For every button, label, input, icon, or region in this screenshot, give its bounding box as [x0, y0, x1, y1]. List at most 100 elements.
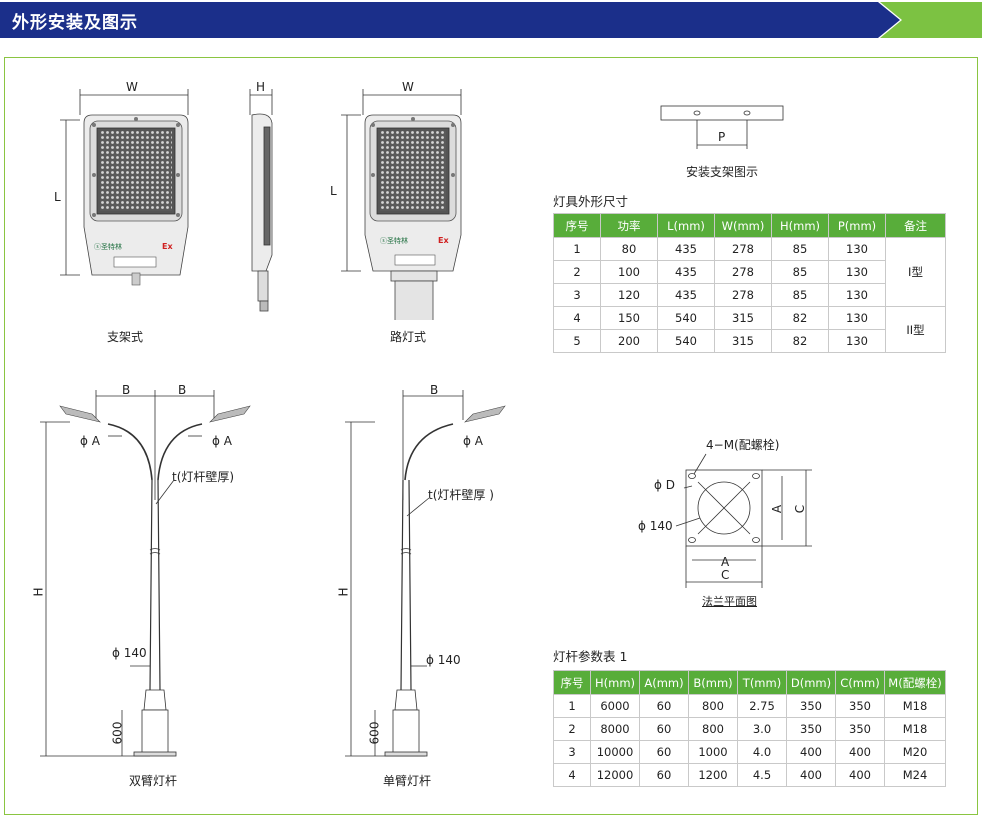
- dim-phi140-single: ϕ 140: [426, 653, 461, 667]
- dim-l-bracket: L: [54, 190, 61, 204]
- caption-single-pole: 单臂灯杆: [383, 774, 432, 788]
- t2-cell: 350: [835, 717, 885, 741]
- ex-mark-bracket: Ex: [162, 242, 173, 251]
- t2-cell: M24: [884, 763, 946, 787]
- t1-cell: 3: [553, 283, 601, 307]
- dim-b-left: B: [122, 383, 131, 397]
- t2-cell: 350: [835, 694, 885, 718]
- table-row: 3 10000 60 1000 4.0 400 400 M20: [553, 740, 946, 764]
- t1-cell: 278: [714, 237, 772, 261]
- t2-cell: 4.0: [737, 740, 787, 764]
- table-row: 2 100 435 278 85 130: [553, 260, 946, 284]
- t2-cell: 800: [688, 694, 738, 718]
- t2-header-no: 序号: [553, 670, 591, 695]
- t2-cell: 2.75: [737, 694, 787, 718]
- t1-cell: 130: [828, 306, 886, 330]
- dim-c-bottom: C: [721, 568, 730, 582]
- t1-header-l: L(mm): [657, 213, 715, 238]
- pole-parameter-table: 序号 H(mm) A(mm) B(mm) T(mm) D(mm) C(mm) M…: [553, 670, 946, 787]
- t1-cell: 85: [771, 237, 829, 261]
- t1-cell: 540: [657, 329, 715, 353]
- dim-l-street: L: [330, 184, 337, 198]
- t1-note-type2: II型: [885, 306, 946, 353]
- t2-cell: 10000: [590, 740, 640, 764]
- lamp-side-drawing: [249, 89, 273, 312]
- content-frame: [4, 57, 978, 815]
- dim-h-side: H: [256, 80, 266, 94]
- t2-cell: 60: [639, 740, 689, 764]
- t1-cell: 130: [828, 329, 886, 353]
- t1-cell: 278: [714, 260, 772, 284]
- t1-header-no: 序号: [553, 213, 601, 238]
- t1-cell: 82: [771, 306, 829, 330]
- dim-phi-a-single: ϕ A: [463, 434, 483, 448]
- table2-title: 灯杆参数表 1: [553, 649, 628, 664]
- dim-phi140-flange: ϕ 140: [638, 519, 673, 533]
- flange-plan-drawing: [675, 453, 812, 588]
- t1-cell: 130: [828, 237, 886, 261]
- t1-header-note: 备注: [885, 213, 946, 238]
- dim-phi-d: ϕ D: [654, 478, 675, 492]
- t2-cell: 400: [786, 740, 836, 764]
- t2-cell: 350: [786, 694, 836, 718]
- t2-cell: 1200: [688, 763, 738, 787]
- dim-phi-a-left: ϕ A: [80, 434, 100, 448]
- caption-double-pole: 双臂灯杆: [129, 774, 178, 788]
- t1-header-h: H(mm): [771, 213, 829, 238]
- t1-cell: 85: [771, 260, 829, 284]
- t2-cell: 400: [786, 763, 836, 787]
- dim-h-double: H: [31, 587, 46, 597]
- t1-header-power: 功率: [600, 213, 658, 238]
- t2-header-t: T(mm): [737, 670, 787, 695]
- t2-cell: M18: [884, 694, 946, 718]
- t1-cell: 85: [771, 283, 829, 307]
- caption-bracket: 支架式: [107, 330, 144, 344]
- single-arm-pole-drawing: [345, 390, 506, 757]
- t1-cell: 435: [657, 283, 715, 307]
- t2-cell: 2: [553, 717, 591, 741]
- t2-cell: 1000: [688, 740, 738, 764]
- t2-cell: 60: [639, 694, 689, 718]
- dim-w-street: W: [402, 80, 414, 94]
- t2-cell: M20: [884, 740, 946, 764]
- table-row: 5 200 540 315 82 130: [553, 329, 946, 353]
- t2-cell: 3: [553, 740, 591, 764]
- dim-wall-double: t(灯杆壁厚): [172, 470, 235, 484]
- dim-phi-a-right: ϕ A: [212, 434, 232, 448]
- t1-cell: 150: [600, 306, 658, 330]
- caption-flange: 法兰平面图: [702, 595, 757, 608]
- t1-cell: 315: [714, 329, 772, 353]
- dim-w-bracket: W: [126, 80, 138, 94]
- t1-cell: 5: [553, 329, 601, 353]
- dim-h-single: H: [336, 587, 351, 597]
- dim-wall-single: t(灯杆壁厚 ): [428, 488, 494, 502]
- t2-cell: 4.5: [737, 763, 787, 787]
- table-row: 3 120 435 278 85 130: [553, 283, 946, 307]
- t2-cell: 8000: [590, 717, 640, 741]
- t1-header-p: P(mm): [828, 213, 886, 238]
- t2-cell: M18: [884, 717, 946, 741]
- t2-cell: 800: [688, 717, 738, 741]
- bracket-lamp-front-drawing: [60, 89, 189, 286]
- t2-cell: 350: [786, 717, 836, 741]
- t2-header-h: H(mm): [590, 670, 640, 695]
- t2-cell: 60: [639, 717, 689, 741]
- lamp-dimension-table: 序号 功率 L(mm) W(mm) H(mm) P(mm) 备注 1 80 43…: [553, 213, 946, 353]
- t2-cell: 12000: [590, 763, 640, 787]
- page-title: 外形安装及图示: [12, 13, 138, 33]
- t1-cell: 1: [553, 237, 601, 261]
- dim-phi140-double: ϕ 140: [112, 646, 147, 660]
- t1-cell: 82: [771, 329, 829, 353]
- t1-cell: 278: [714, 283, 772, 307]
- dim-m-bolts: 4−M(配螺栓): [706, 438, 780, 452]
- t2-cell: 400: [835, 740, 885, 764]
- dim-c-right: C: [793, 504, 808, 514]
- header-bar: [0, 2, 982, 38]
- table-row: 1 6000 60 800 2.75 350 350 M18: [553, 694, 946, 718]
- logo-text-street: ⓢ圣特林: [380, 237, 408, 245]
- table-row: 4 150 540 315 82 130 II型: [553, 306, 946, 353]
- t2-cell: 60: [639, 763, 689, 787]
- dim-a-bottom: A: [721, 555, 730, 569]
- t1-cell: 435: [657, 260, 715, 284]
- street-lamp-drawing: [341, 89, 462, 320]
